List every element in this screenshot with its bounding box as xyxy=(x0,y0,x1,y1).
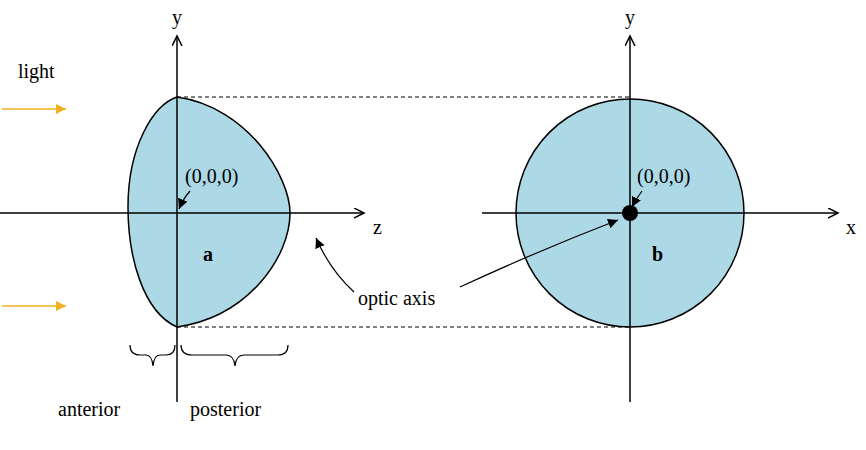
light-label: light xyxy=(18,60,55,83)
light-ray xyxy=(2,305,66,307)
axis-label: x xyxy=(846,216,856,239)
optic-axis-label: optic axis xyxy=(358,287,435,310)
view-letter: a xyxy=(203,243,213,266)
view-letter: b xyxy=(652,243,663,266)
anterior-brace xyxy=(130,345,175,366)
lens-side-view: (0,0,0) a xyxy=(128,97,292,329)
leader-line xyxy=(316,238,354,292)
posterior-brace xyxy=(181,345,288,366)
light-ray xyxy=(2,108,66,110)
origin-label: (0,0,0) xyxy=(637,165,690,188)
projection-line xyxy=(177,97,630,98)
origin-label: (0,0,0) xyxy=(185,165,238,188)
axis-label: y xyxy=(625,6,635,29)
axis-label: z xyxy=(373,216,382,239)
anterior-label: anterior xyxy=(58,398,120,421)
lens-outline xyxy=(515,98,745,328)
projection-line xyxy=(177,327,630,328)
posterior-label: posterior xyxy=(190,398,261,421)
lens-outline xyxy=(128,97,292,329)
axis-label: y xyxy=(172,6,182,29)
lens-front-view: (0,0,0) b xyxy=(515,98,745,328)
